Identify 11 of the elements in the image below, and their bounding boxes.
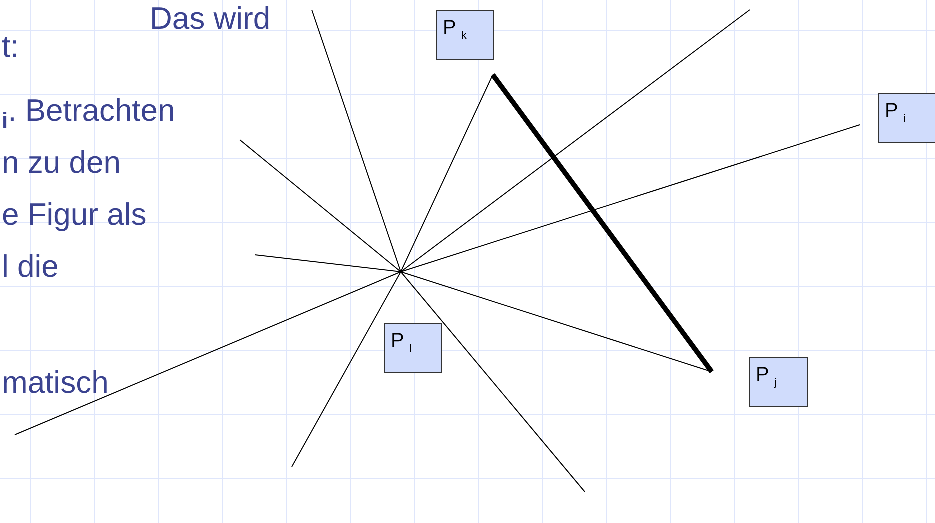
slide-text: Das wird (150, 2, 271, 36)
point-label: P$_{j}$ (749, 357, 808, 407)
point-label: P$_{i}$ (878, 93, 935, 143)
slide-text: l die (2, 250, 59, 284)
slide-text: $_{i}$. Betrachten (2, 94, 176, 136)
slide-text: e Figur als (2, 198, 147, 232)
slide-text: t: (2, 30, 20, 64)
slide-text: n zu den (2, 146, 121, 180)
point-label: P$_{l}$ (384, 323, 442, 373)
point-label: P$_{k}$ (436, 10, 494, 60)
slide-text: matisch (2, 366, 109, 400)
